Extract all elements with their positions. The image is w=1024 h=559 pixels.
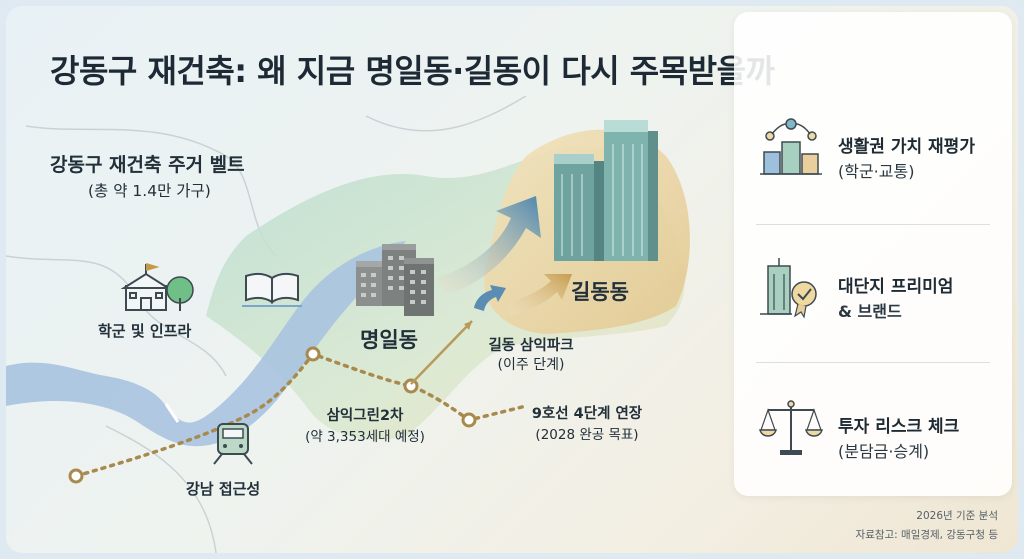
point-2-title: 대단지 프리미엄 (838, 277, 954, 297)
sampark-arrow-icon (474, 285, 506, 311)
train-icon (213, 423, 253, 465)
point-1-title: 생활권 가치 재평가 (838, 137, 975, 157)
green2-subtitle: (약 3,353세대 예정) (305, 429, 425, 445)
point-3-title: 투자 리스크 체크 (838, 417, 960, 437)
school-icon (120, 263, 172, 311)
point-card-2: 대단지 프리미엄 & 브랜드 (734, 222, 1012, 352)
route-stop-markers (68, 346, 477, 484)
myeongil-label: 명일동 (360, 328, 418, 352)
point-card-1: 생활권 가치 재평가 (학군·교통) (734, 82, 1012, 212)
belt-title: 강동구 재건축 주거 벨트 (50, 154, 245, 176)
growth-arrow-gold (506, 274, 572, 316)
river-bridge (164, 403, 180, 423)
key-points-panel: 생활권 가치 재평가 (학군·교통) 대단지 프리미엄 & 브랜드 (734, 12, 1012, 496)
belt-subtitle: (총 약 1.4만 가구) (88, 182, 211, 200)
divider (756, 224, 990, 225)
point-3-sub: (분담금·승계) (838, 442, 930, 461)
district-map (6, 95, 690, 553)
sampark-title: 길동 삼익파크 (488, 338, 574, 354)
green2-title: 삼익그린2차 (326, 408, 404, 424)
myeongil-buildings-icon (356, 244, 434, 316)
sampark-connector (410, 320, 473, 385)
line9-title: 9호선 4단계 연장 (531, 406, 643, 422)
gildong-label: 길동동 (571, 280, 629, 304)
tree-icon (166, 276, 194, 311)
gildong-towers-icon (554, 120, 658, 261)
gangnam-label: 강남 접근성 (186, 480, 261, 498)
scale-icon (759, 400, 823, 455)
growth-arrow-blue (436, 196, 541, 294)
building-badge-icon (760, 258, 817, 319)
point-card-3: 투자 리스크 체크 (분담금·승계) (734, 362, 1012, 492)
community-icon (760, 118, 822, 175)
footer-date: 2026년 기준 분석 (916, 510, 998, 522)
divider (756, 362, 990, 363)
river (6, 241, 406, 447)
point-2-sub: & 브랜드 (838, 302, 902, 321)
footer-source: 자료참고: 매일경제, 강동구청 등 (855, 529, 998, 541)
point-1-sub: (학군·교통) (838, 162, 915, 181)
infographic: 강동구 재건축: 왜 지금 명일동·길동이 다시 주목받을까 강동구 재건축 주… (6, 6, 1018, 553)
page-title: 강동구 재건축: 왜 지금 명일동·길동이 다시 주목받을까 (50, 52, 775, 90)
book-icon (242, 272, 302, 307)
sampark-subtitle: (이주 단계) (497, 357, 565, 373)
school-label: 학군 및 인프라 (98, 322, 192, 340)
line9-subtitle: (2028 완공 목표) (535, 427, 639, 443)
district-boundaries (6, 95, 527, 553)
